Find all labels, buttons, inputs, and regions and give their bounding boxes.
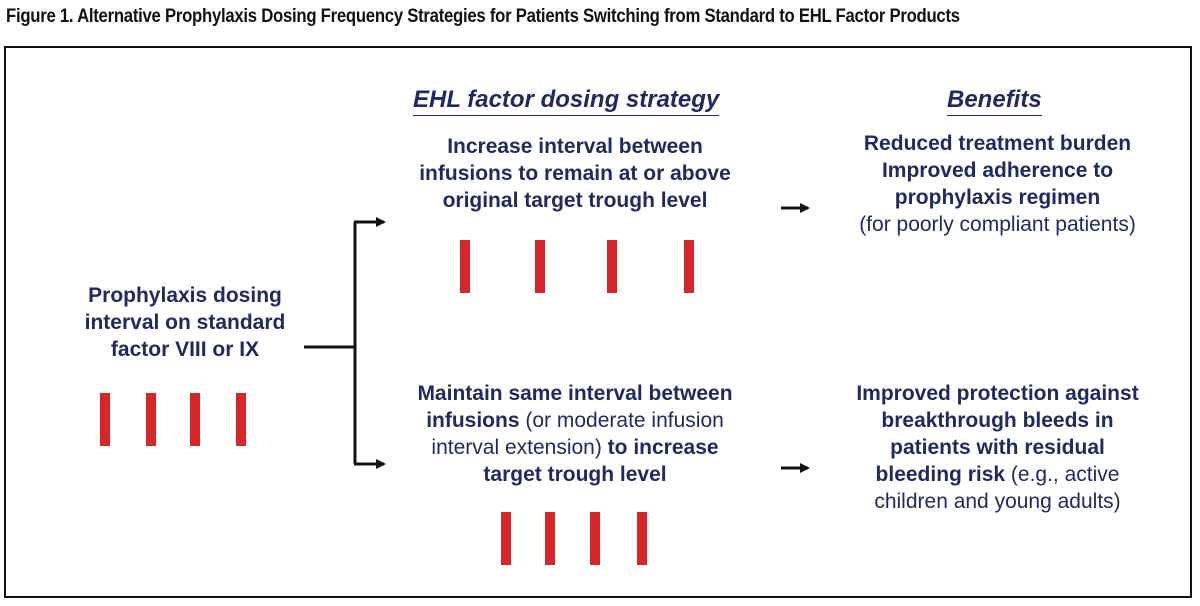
standard-line-1: Prophylaxis dosing xyxy=(88,284,282,307)
strategy-bottom-line-4: target trough level xyxy=(483,463,667,486)
strategy-top-line-2: infusions to remain at or above xyxy=(419,162,731,185)
same-interval-bar xyxy=(637,512,647,565)
same-interval-bar xyxy=(590,512,600,565)
benefit-bottom-line-4-normal: (e.g., active xyxy=(1005,463,1120,486)
benefit-bottom-line-5: children and young adults) xyxy=(874,490,1121,513)
standard-infusion-bar xyxy=(190,393,200,446)
strategy-bottom-line-1: Maintain same interval between xyxy=(417,382,733,405)
strategy-bottom-line-2-normal: (or moderate infusion xyxy=(519,409,724,432)
strategy-top-text: Increase interval between infusions to r… xyxy=(385,133,765,214)
benefit-bottom-line-4-bold: bleeding risk xyxy=(875,463,1006,486)
standard-infusion-bar xyxy=(100,393,110,446)
strategy-top-line-3: original target trough level xyxy=(442,189,708,212)
figure-title: Figure 1. Alternative Prophylaxis Dosing… xyxy=(6,6,960,27)
benefit-top-note: (for poorly compliant patients) xyxy=(859,213,1136,236)
standard-dosing-label: Prophylaxis dosing interval on standard … xyxy=(40,282,330,363)
diagram-frame xyxy=(4,46,1192,598)
strategy-bottom-line-2-bold: infusions xyxy=(426,409,520,432)
benefit-top-line-1: Reduced treatment burden xyxy=(863,132,1132,155)
same-interval-bar xyxy=(501,512,511,565)
benefit-top-line-2: Improved adherence to xyxy=(881,159,1114,182)
benefit-top-line-3: prophylaxis regimen xyxy=(894,186,1101,209)
extended-interval-bar xyxy=(460,240,470,293)
benefit-top-text: Reduced treatment burden Improved adhere… xyxy=(820,130,1175,238)
extended-interval-bar xyxy=(607,240,617,293)
strategy-top-line-1: Increase interval between xyxy=(447,135,703,158)
standard-line-3: factor VIII or IX xyxy=(110,338,260,361)
benefit-bottom-line-3: patients with residual xyxy=(890,436,1105,459)
standard-infusion-bar xyxy=(236,393,246,446)
strategy-bottom-text: Maintain same interval between infusions… xyxy=(380,380,770,488)
strategy-bottom-line-3-bold: to increase xyxy=(601,436,719,459)
branch-connector xyxy=(304,217,386,469)
heading-benefits: Benefits xyxy=(947,86,1042,116)
strategy-bottom-line-3-normal: interval extension) xyxy=(431,436,602,459)
standard-line-2: interval on standard xyxy=(84,311,286,334)
benefit-bottom-text: Improved protection against breakthrough… xyxy=(815,380,1180,515)
extended-interval-bar xyxy=(684,240,694,293)
standard-infusion-bar xyxy=(146,393,156,446)
heading-strategy: EHL factor dosing strategy xyxy=(413,86,720,116)
benefit-bottom-line-2: breakthrough bleeds in xyxy=(881,409,1114,432)
same-interval-bar xyxy=(545,512,555,565)
extended-interval-bar xyxy=(535,240,545,293)
benefit-bottom-line-1: Improved protection against xyxy=(856,382,1139,405)
